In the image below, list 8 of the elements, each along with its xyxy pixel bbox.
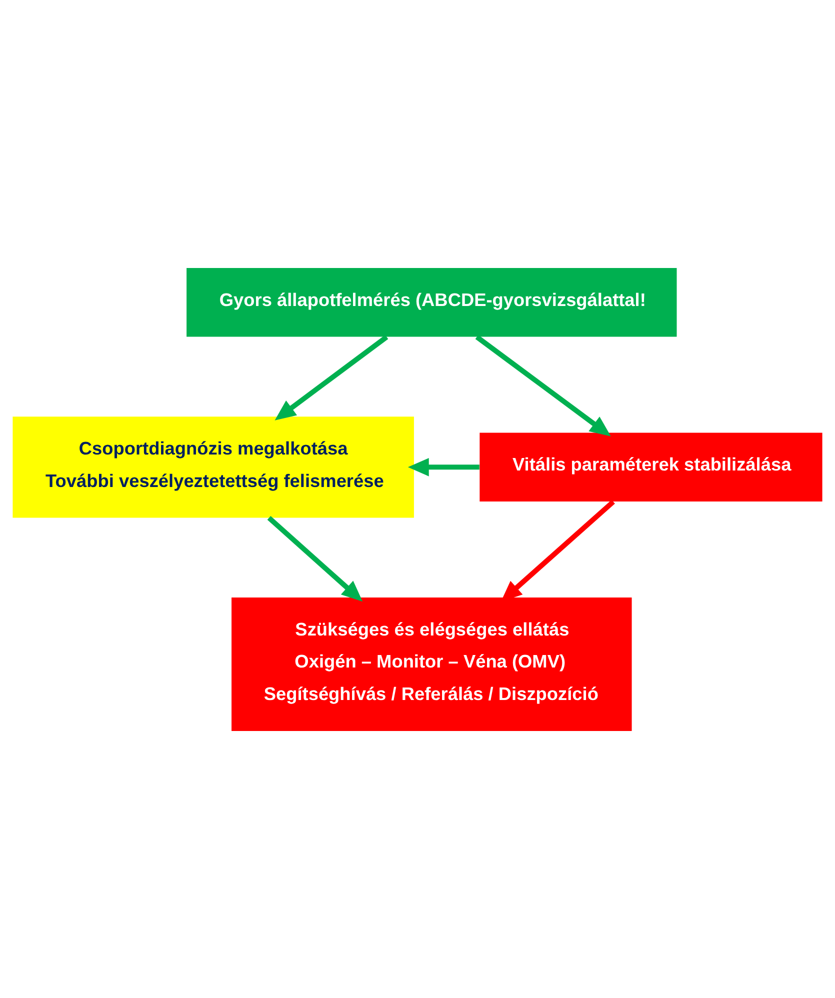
node-box: Gyors állapotfelmérés (ABCDE-gyorsvizsgálattal! bbox=[186, 268, 677, 336]
arrow bbox=[274, 334, 388, 420]
node-box: Vitális paraméterek stabilizálása bbox=[480, 432, 822, 502]
arrow bbox=[475, 334, 611, 436]
arrow bbox=[267, 516, 363, 602]
arrow bbox=[408, 457, 480, 476]
node-box: Csoportdiagnózis megalkotása További veszélyeztetettség felismerése bbox=[12, 416, 414, 518]
node-box: Szükséges és elégséges ellátás Oxigén – Monitor – Véna (OMV) Segítséghívás / Referálás / Diszpozíció bbox=[232, 597, 632, 730]
